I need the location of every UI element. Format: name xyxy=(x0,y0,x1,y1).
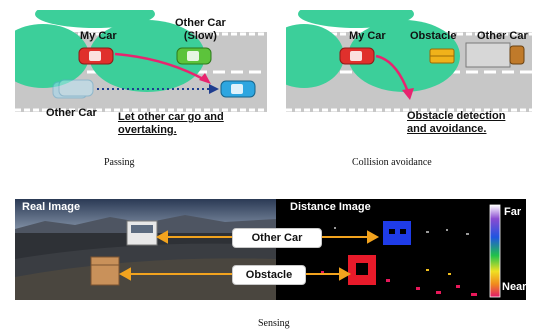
passing-caption: Passing xyxy=(104,157,135,168)
collision-note-line2: and avoidance. xyxy=(407,123,487,135)
distance-obstacle-blob xyxy=(348,255,376,285)
callout-obstacle-left-head xyxy=(118,267,131,281)
avoid-path-arrow xyxy=(375,54,410,93)
other-car-slow-line2: (Slow) xyxy=(183,30,217,42)
collision-caption: Collision avoidance xyxy=(352,157,432,168)
real-image-box xyxy=(90,256,120,286)
passing-note: Let other car go and overtaking. xyxy=(118,111,224,137)
passing-diagram xyxy=(15,10,267,112)
other-car-slow xyxy=(176,47,212,65)
callout-other-car: Other Car xyxy=(232,228,322,248)
collision-my-car-label: My Car xyxy=(349,30,386,42)
collision-note-line1: Obstacle detection xyxy=(407,110,506,122)
sensing-caption: Sensing xyxy=(258,318,290,329)
passing-my-car-label: My Car xyxy=(80,30,117,42)
callout-obstacle-right-head xyxy=(339,267,352,281)
path-arrowhead xyxy=(199,73,211,84)
distance-mid-points xyxy=(426,269,451,275)
sensor-field-front xyxy=(89,20,205,92)
passing-other-car-label: Other Car xyxy=(46,107,97,119)
avoid-arrowhead xyxy=(402,88,414,100)
collision-diagram xyxy=(286,10,532,112)
sensor-field-top xyxy=(298,10,414,28)
obstacle-box xyxy=(429,48,455,64)
callout-car-right-head xyxy=(367,230,380,244)
my-car xyxy=(78,47,114,65)
collision-other-car-label: Other Car xyxy=(477,30,528,42)
depth-color-scale xyxy=(489,204,501,298)
real-image-title: Real Image xyxy=(22,201,81,213)
truck xyxy=(465,42,525,68)
other-car-trail xyxy=(52,79,94,99)
other-car xyxy=(220,80,256,98)
passing-note-line2: overtaking. xyxy=(118,124,177,136)
callout-obstacle: Obstacle xyxy=(232,265,306,285)
callout-car-left-head xyxy=(155,230,168,244)
sensor-field-front xyxy=(348,20,460,92)
distance-car-blob xyxy=(383,221,411,245)
scale-near-label: Near xyxy=(502,281,527,293)
other-car-slow-line1: Other Car xyxy=(175,17,226,29)
real-image-car xyxy=(126,220,158,246)
sensor-field-rear xyxy=(15,24,89,88)
collision-obstacle-label: Obstacle xyxy=(410,30,457,42)
path-arrow xyxy=(114,52,206,82)
my-car xyxy=(339,47,375,65)
overtake-arrowhead xyxy=(209,84,219,94)
distance-image-title: Distance Image xyxy=(290,201,371,213)
passing-note-line1: Let other car go and xyxy=(118,111,224,123)
scale-far-label: Far xyxy=(504,206,522,218)
distance-near-points xyxy=(321,271,477,296)
collision-note: Obstacle detection and avoidance. xyxy=(407,110,505,136)
sensor-field-top xyxy=(35,10,155,28)
passing-other-car-slow-label: Other Car (Slow) xyxy=(175,17,226,43)
distance-image-panel xyxy=(276,199,526,300)
sensor-field-rear xyxy=(286,24,344,88)
